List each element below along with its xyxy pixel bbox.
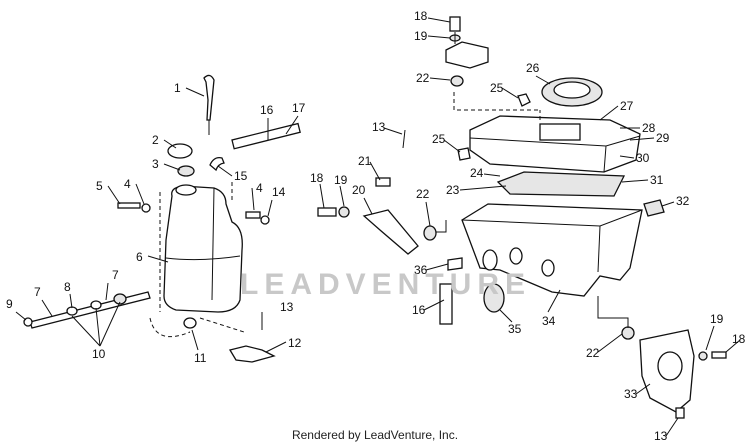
tank-bracket bbox=[228, 345, 276, 363]
callout-20: 20 bbox=[352, 183, 366, 197]
air-box-lid bbox=[469, 115, 641, 173]
watermark-text: LEADVENTURE bbox=[240, 268, 532, 301]
callout-11: 11 bbox=[194, 351, 207, 365]
callout-22b: 22 bbox=[416, 187, 430, 201]
callout-13c: 13 bbox=[654, 429, 668, 443]
callout-15: 15 bbox=[234, 169, 248, 183]
fill-tube bbox=[203, 74, 215, 121]
callout-16b: 16 bbox=[412, 303, 426, 317]
air-box-assembly bbox=[317, 16, 727, 419]
callout-14: 14 bbox=[272, 185, 286, 199]
callout-33: 33 bbox=[624, 387, 638, 401]
callout-18c: 18 bbox=[732, 332, 746, 346]
drain-fitting bbox=[183, 317, 197, 329]
callout-9: 9 bbox=[6, 297, 13, 311]
fuel-tank-assembly bbox=[23, 74, 301, 363]
tank-filler-neck bbox=[175, 184, 197, 196]
callout-19b: 19 bbox=[334, 173, 348, 187]
callout-30: 30 bbox=[636, 151, 650, 165]
callout-13a: 13 bbox=[280, 300, 294, 314]
mount-screw bbox=[245, 211, 261, 219]
intake-cap bbox=[445, 41, 489, 69]
callout-27: 27 bbox=[620, 99, 634, 113]
intake-boot bbox=[483, 283, 505, 313]
callout-8: 8 bbox=[64, 280, 71, 294]
footer-credit: Rendered by LeadVenture, Inc. bbox=[291, 428, 459, 442]
callout-32: 32 bbox=[676, 194, 690, 208]
callout-18a: 18 bbox=[414, 9, 428, 23]
callout-10: 10 bbox=[92, 347, 106, 361]
air-box-bracket bbox=[362, 209, 419, 255]
callout-26: 26 bbox=[526, 61, 540, 75]
callout-7b: 7 bbox=[112, 268, 119, 282]
callout-24: 24 bbox=[470, 166, 484, 180]
callout-29: 29 bbox=[656, 131, 670, 145]
callout-5: 5 bbox=[96, 179, 103, 193]
callout-4b: 4 bbox=[256, 181, 263, 195]
callout-16a: 16 bbox=[260, 103, 274, 117]
cap-gasket bbox=[177, 165, 195, 177]
callout-2: 2 bbox=[152, 133, 159, 147]
fuel-elbow bbox=[209, 157, 225, 172]
callout-31: 31 bbox=[650, 173, 664, 187]
intake-tube bbox=[439, 283, 453, 325]
callout-17: 17 bbox=[292, 101, 306, 115]
callout-25b: 25 bbox=[432, 132, 446, 146]
callout-12: 12 bbox=[288, 336, 302, 350]
fuel-tank bbox=[163, 185, 243, 313]
callouts: 1 2 3 4 5 4 14 15 16 17 6 7 7 8 9 10 11 … bbox=[6, 9, 746, 443]
callout-3: 3 bbox=[152, 157, 159, 171]
callout-19c: 19 bbox=[710, 312, 724, 326]
callout-21: 21 bbox=[358, 154, 372, 168]
callout-22c: 22 bbox=[586, 346, 600, 360]
callout-25a: 25 bbox=[490, 81, 504, 95]
callout-35: 35 bbox=[508, 322, 522, 336]
callout-13b: 13 bbox=[372, 120, 386, 134]
callout-18b: 18 bbox=[310, 171, 324, 185]
drain-plug bbox=[643, 199, 665, 217]
callout-19a: 19 bbox=[414, 29, 428, 43]
fuel-hose bbox=[231, 122, 301, 150]
callout-4a: 4 bbox=[124, 177, 131, 191]
callout-34: 34 bbox=[542, 314, 556, 328]
callout-36: 36 bbox=[414, 263, 428, 277]
callout-6: 6 bbox=[136, 250, 143, 264]
tank-screw bbox=[117, 202, 141, 209]
air-filter-screen bbox=[496, 171, 626, 197]
callout-23: 23 bbox=[446, 183, 460, 197]
callout-22a: 22 bbox=[416, 71, 430, 85]
fuel-cap bbox=[167, 143, 193, 159]
callout-1: 1 bbox=[174, 81, 181, 95]
callout-leaders bbox=[15, 17, 741, 437]
callout-28: 28 bbox=[642, 121, 656, 135]
callout-7a: 7 bbox=[34, 285, 41, 299]
